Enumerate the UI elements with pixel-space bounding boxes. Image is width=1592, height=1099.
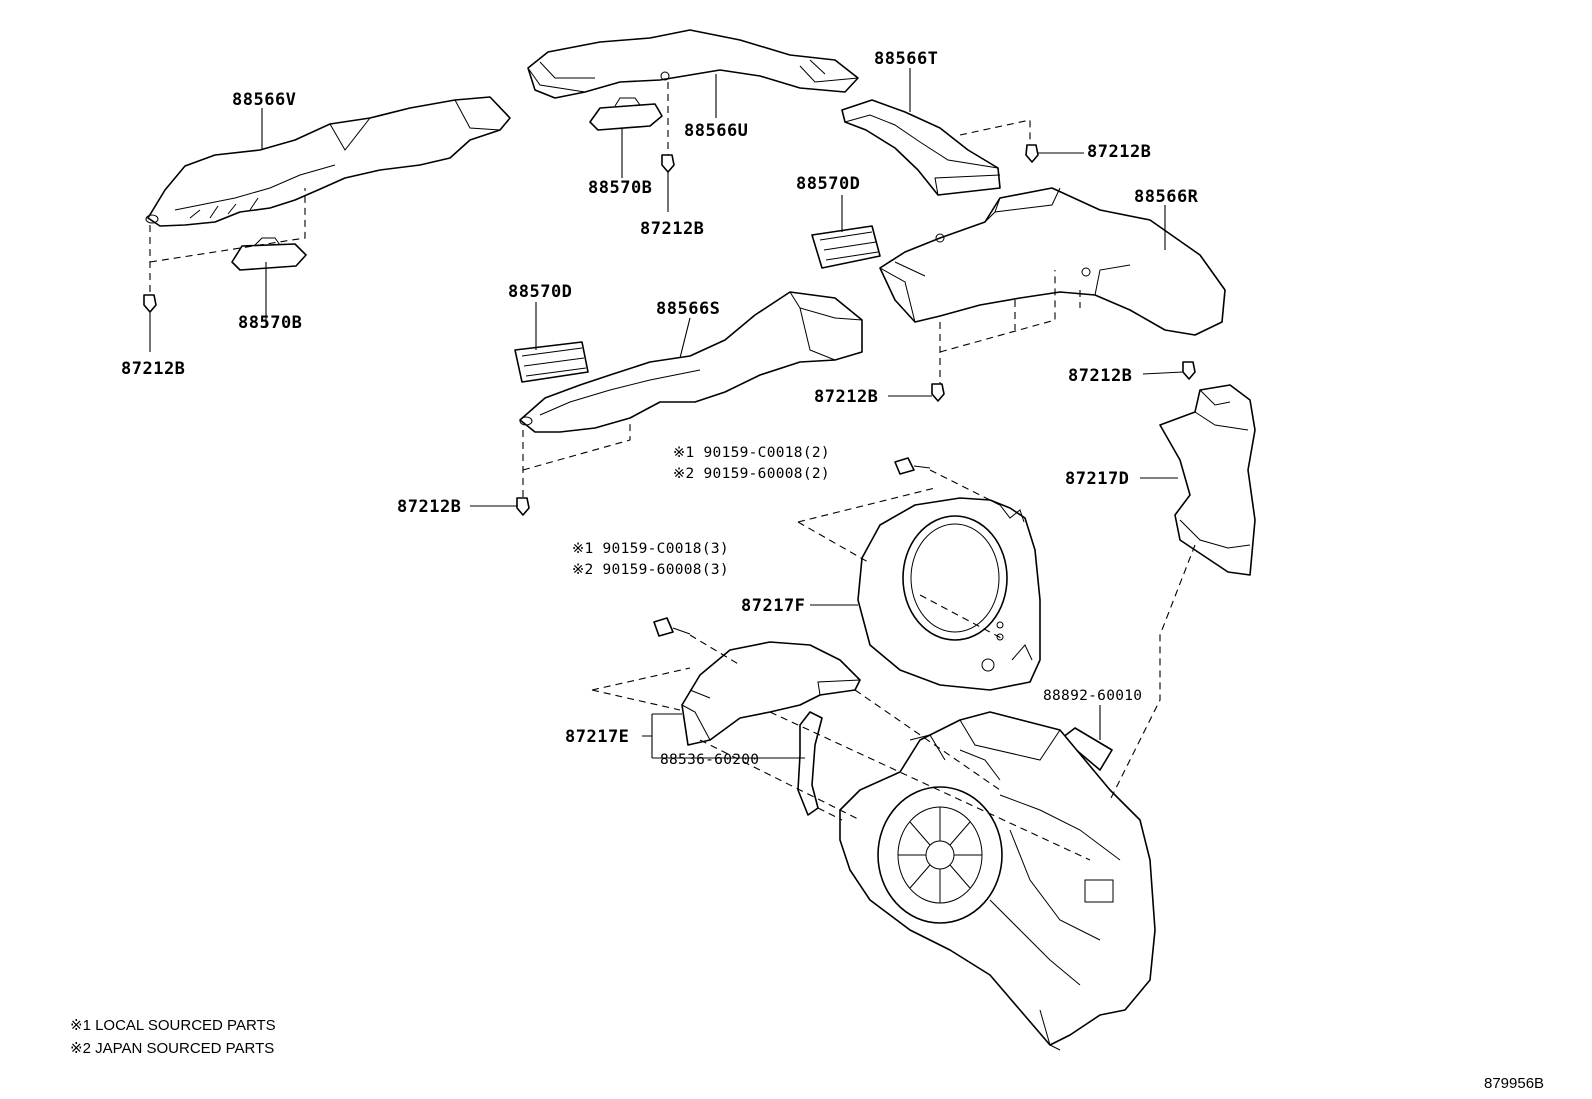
assembly-lines (149, 82, 1196, 861)
clip-87212b-d[interactable] (931, 383, 945, 402)
label-87212b-c: 87212B (1087, 142, 1151, 162)
register-88570d-left[interactable] (514, 341, 589, 383)
bracket-88536-60200[interactable] (797, 711, 823, 816)
clip-87212b-a[interactable] (143, 294, 157, 313)
duct-88566v[interactable] (145, 96, 511, 227)
part-labels: 88566V 88566U 88566T 88566R 88566S 88570… (121, 49, 1199, 768)
duct-88566u[interactable] (527, 29, 859, 99)
label-87217e: 87217E (565, 727, 629, 747)
label-88566r: 88566R (1134, 187, 1199, 207)
filter-88892-60010[interactable] (1061, 727, 1113, 771)
screw-lower[interactable] (653, 617, 691, 637)
footnote-japan: ※2 JAPAN SOURCED PARTS (70, 1040, 274, 1057)
label-88570b-top: 88570B (588, 178, 652, 198)
label-88566u: 88566U (684, 121, 748, 141)
duct-87217f[interactable] (857, 497, 1041, 691)
label-87217f: 87217F (741, 596, 805, 616)
duct-88566t[interactable] (841, 99, 1001, 196)
label-87212b-b: 87212B (640, 219, 704, 239)
register-88570b-left[interactable] (231, 237, 307, 271)
label-88892-60010: 88892-60010 (1043, 688, 1142, 704)
screw-upper[interactable] (894, 457, 931, 475)
clip-87212b-e[interactable] (1182, 361, 1196, 380)
label-87212b-d: 87212B (814, 387, 878, 407)
label-88570d-mid: 88570D (796, 174, 860, 194)
heater-blower-unit[interactable] (839, 711, 1156, 1051)
screw-notes: ※1 90159-C0018(2) ※2 90159-60008(2) ※1 9… (572, 445, 830, 578)
screw-note-upper-1: ※1 90159-C0018(2) (673, 445, 830, 461)
clip-87212b-f[interactable] (516, 497, 530, 516)
duct-87217e[interactable] (681, 641, 861, 746)
label-87217d: 87217D (1065, 469, 1129, 489)
screw-note-lower-1: ※1 90159-C0018(3) (572, 541, 729, 557)
label-87212b-e: 87212B (1068, 366, 1132, 386)
label-87212b-a: 87212B (121, 359, 185, 379)
diagram-id: 879956B (1484, 1075, 1544, 1092)
clip-87212b-b[interactable] (661, 154, 675, 173)
footnote-local: ※1 LOCAL SOURCED PARTS (70, 1017, 276, 1034)
label-88566s: 88566S (656, 299, 720, 319)
duct-88566s[interactable] (519, 291, 863, 433)
duct-88566r[interactable] (879, 187, 1226, 336)
label-88570d-left: 88570D (508, 282, 572, 302)
screw-note-lower-2: ※2 90159-60008(3) (572, 562, 729, 578)
register-88570d-mid[interactable] (811, 225, 881, 269)
label-87212b-f: 87212B (397, 497, 461, 517)
clip-87212b-c[interactable] (1025, 144, 1039, 163)
duct-87217d[interactable] (1159, 384, 1256, 576)
screw-note-upper-2: ※2 90159-60008(2) (673, 466, 830, 482)
label-88566t: 88566T (874, 49, 938, 69)
label-88566v: 88566V (232, 90, 296, 110)
footnotes: ※1 LOCAL SOURCED PARTS ※2 JAPAN SOURCED … (70, 1017, 276, 1057)
register-88570b-top[interactable] (589, 97, 663, 131)
leader-lines (149, 68, 1184, 759)
label-88570b-left: 88570B (238, 313, 302, 333)
label-88536-60200: 88536-60200 (660, 752, 759, 768)
